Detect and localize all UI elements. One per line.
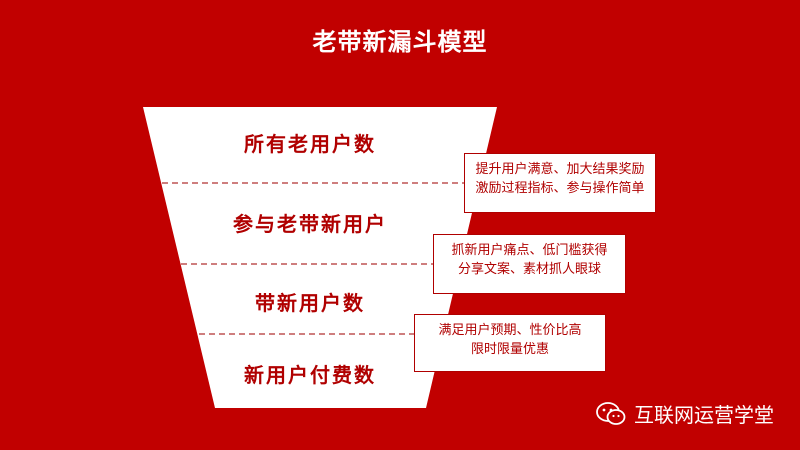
- brand-name: 互联网运营学堂: [634, 403, 774, 427]
- stage-label-4: 新用户付费数: [244, 363, 376, 387]
- note-box-1: 提升用户满意、加大结果奖励 激励过程指标、参与操作简单: [464, 153, 656, 213]
- stage-label-2: 参与老带新用户: [233, 212, 387, 236]
- note-2-line-1: 抓新用户痛点、低门槛获得: [451, 243, 608, 258]
- note-box-2: 抓新用户痛点、低门槛获得 分享文案、素材抓人眼球: [433, 234, 626, 294]
- wechat-icon: [596, 401, 626, 425]
- note-3-line-2: 限时限量优惠: [470, 342, 549, 357]
- brand-watermark: 互联网运营学堂: [596, 399, 774, 428]
- note-1-line-2: 激励过程指标、参与操作简单: [475, 181, 645, 196]
- stage-label-1: 所有老用户数: [244, 132, 376, 156]
- note-box-3: 满足用户预期、性价比高 限时限量优惠: [414, 314, 606, 372]
- funnel-shape: [143, 107, 497, 408]
- stage-label-3: 带新用户数: [255, 291, 365, 315]
- note-2-line-2: 分享文案、素材抓人眼球: [457, 262, 601, 277]
- note-1-line-1: 提升用户满意、加大结果奖励: [475, 162, 645, 177]
- note-3-line-1: 满足用户预期、性价比高: [438, 323, 582, 338]
- page-title: 老带新漏斗模型: [312, 28, 488, 56]
